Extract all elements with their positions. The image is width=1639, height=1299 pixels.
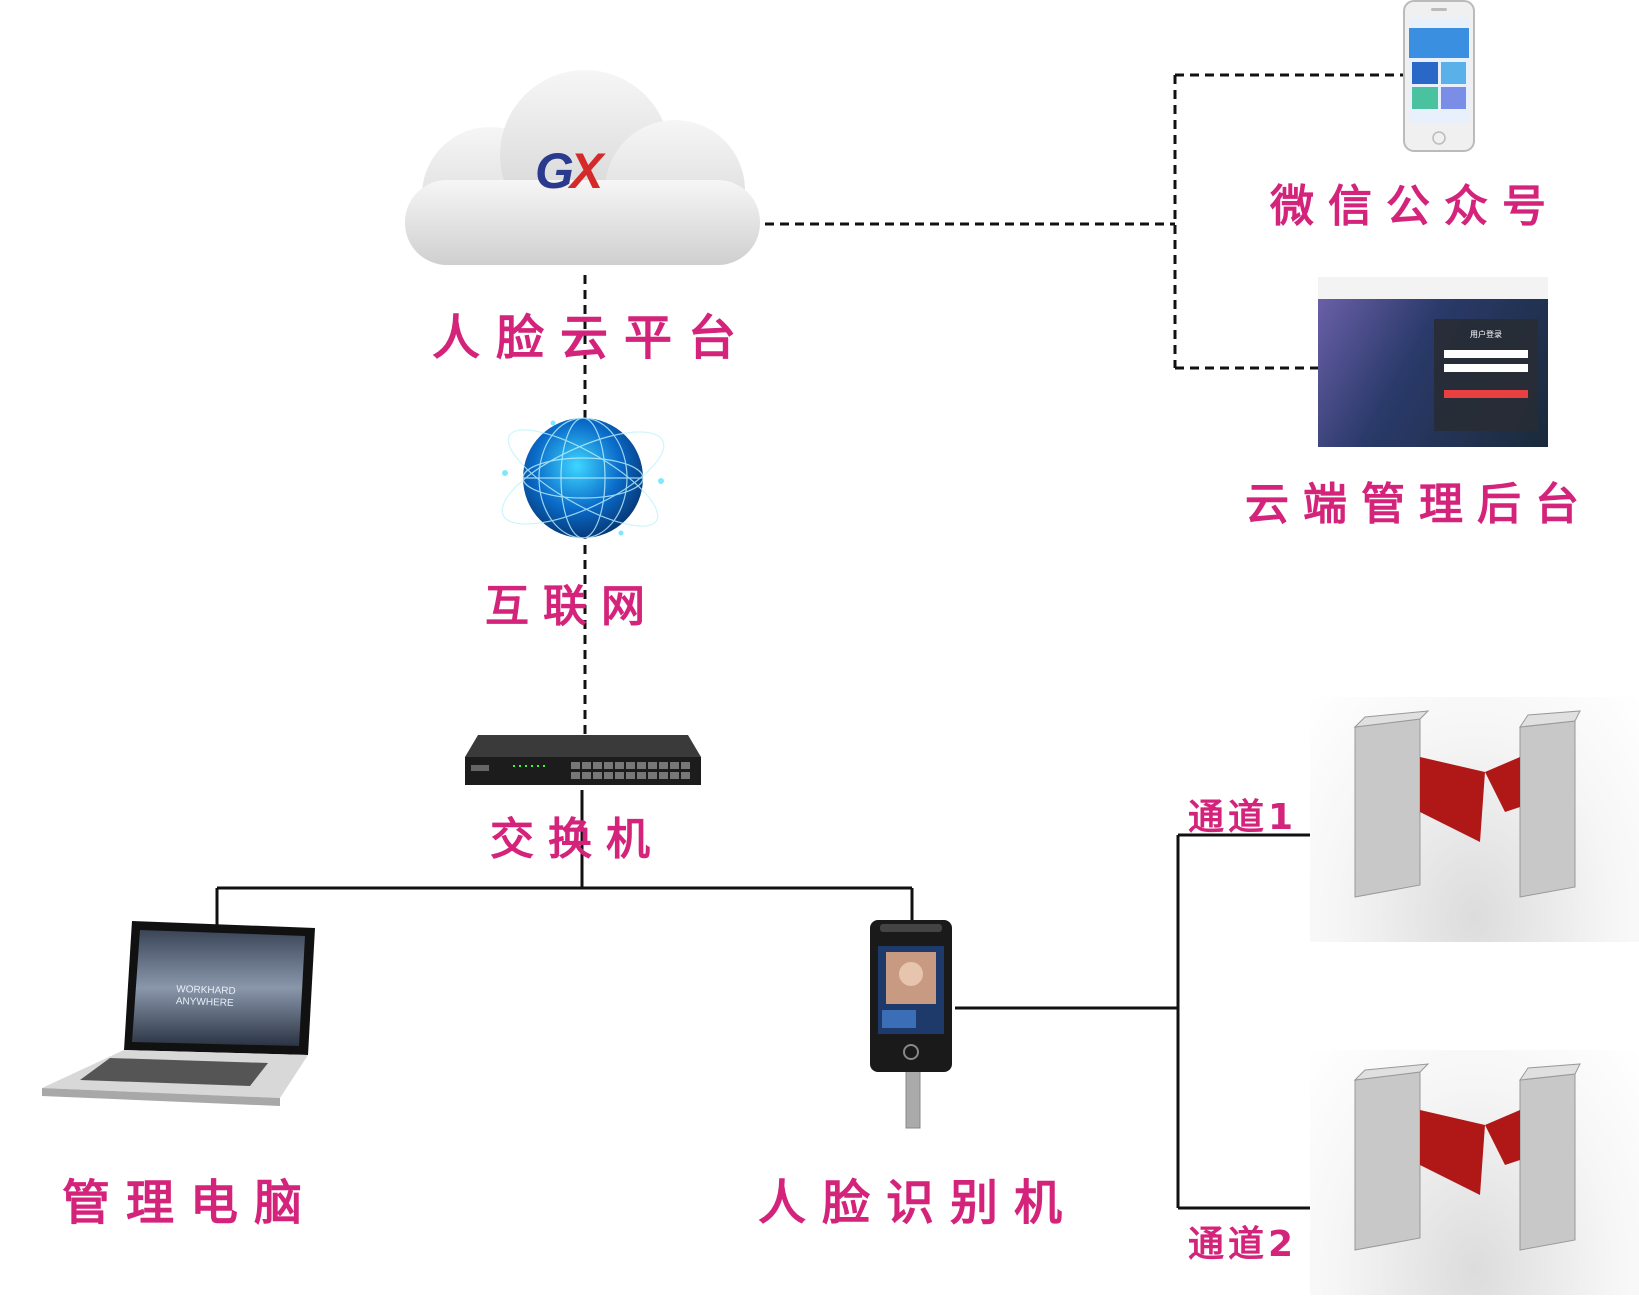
cloud-logo: GX xyxy=(535,143,603,199)
laptop-label: 管理电脑 xyxy=(62,1175,319,1231)
cloud-icon xyxy=(405,70,760,265)
login-title: 用户登录 xyxy=(1470,330,1502,339)
cloud-platform-label: 人脸云平台 xyxy=(432,310,753,366)
laptop-wallpaper-text: WORKHARD ANYWHERE xyxy=(175,983,236,1009)
turnstile-1-icon xyxy=(1353,710,1581,898)
globe-icon xyxy=(501,417,665,539)
turnstile-gate-2 xyxy=(1310,1050,1639,1295)
face-terminal-icon xyxy=(870,920,952,1129)
internet-label: 互联网 xyxy=(485,581,659,632)
channel-1-label: 通道1 xyxy=(1188,797,1298,838)
backend-label: 云端管理后台 xyxy=(1245,479,1593,530)
face-terminal-label: 人脸识别机 xyxy=(758,1175,1079,1231)
turnstile-gate-1 xyxy=(1310,697,1639,942)
turnstile-2-icon xyxy=(1353,1063,1581,1251)
backend-screenshot: 用户登录 xyxy=(1318,277,1548,447)
network-switch-icon xyxy=(465,735,701,785)
laptop-icon xyxy=(42,921,315,1106)
switch-label: 交换机 xyxy=(490,814,664,865)
channel-2-label: 通道2 xyxy=(1188,1224,1298,1265)
smartphone-icon xyxy=(1403,0,1475,152)
wechat-label: 微信公众号 xyxy=(1270,181,1560,232)
